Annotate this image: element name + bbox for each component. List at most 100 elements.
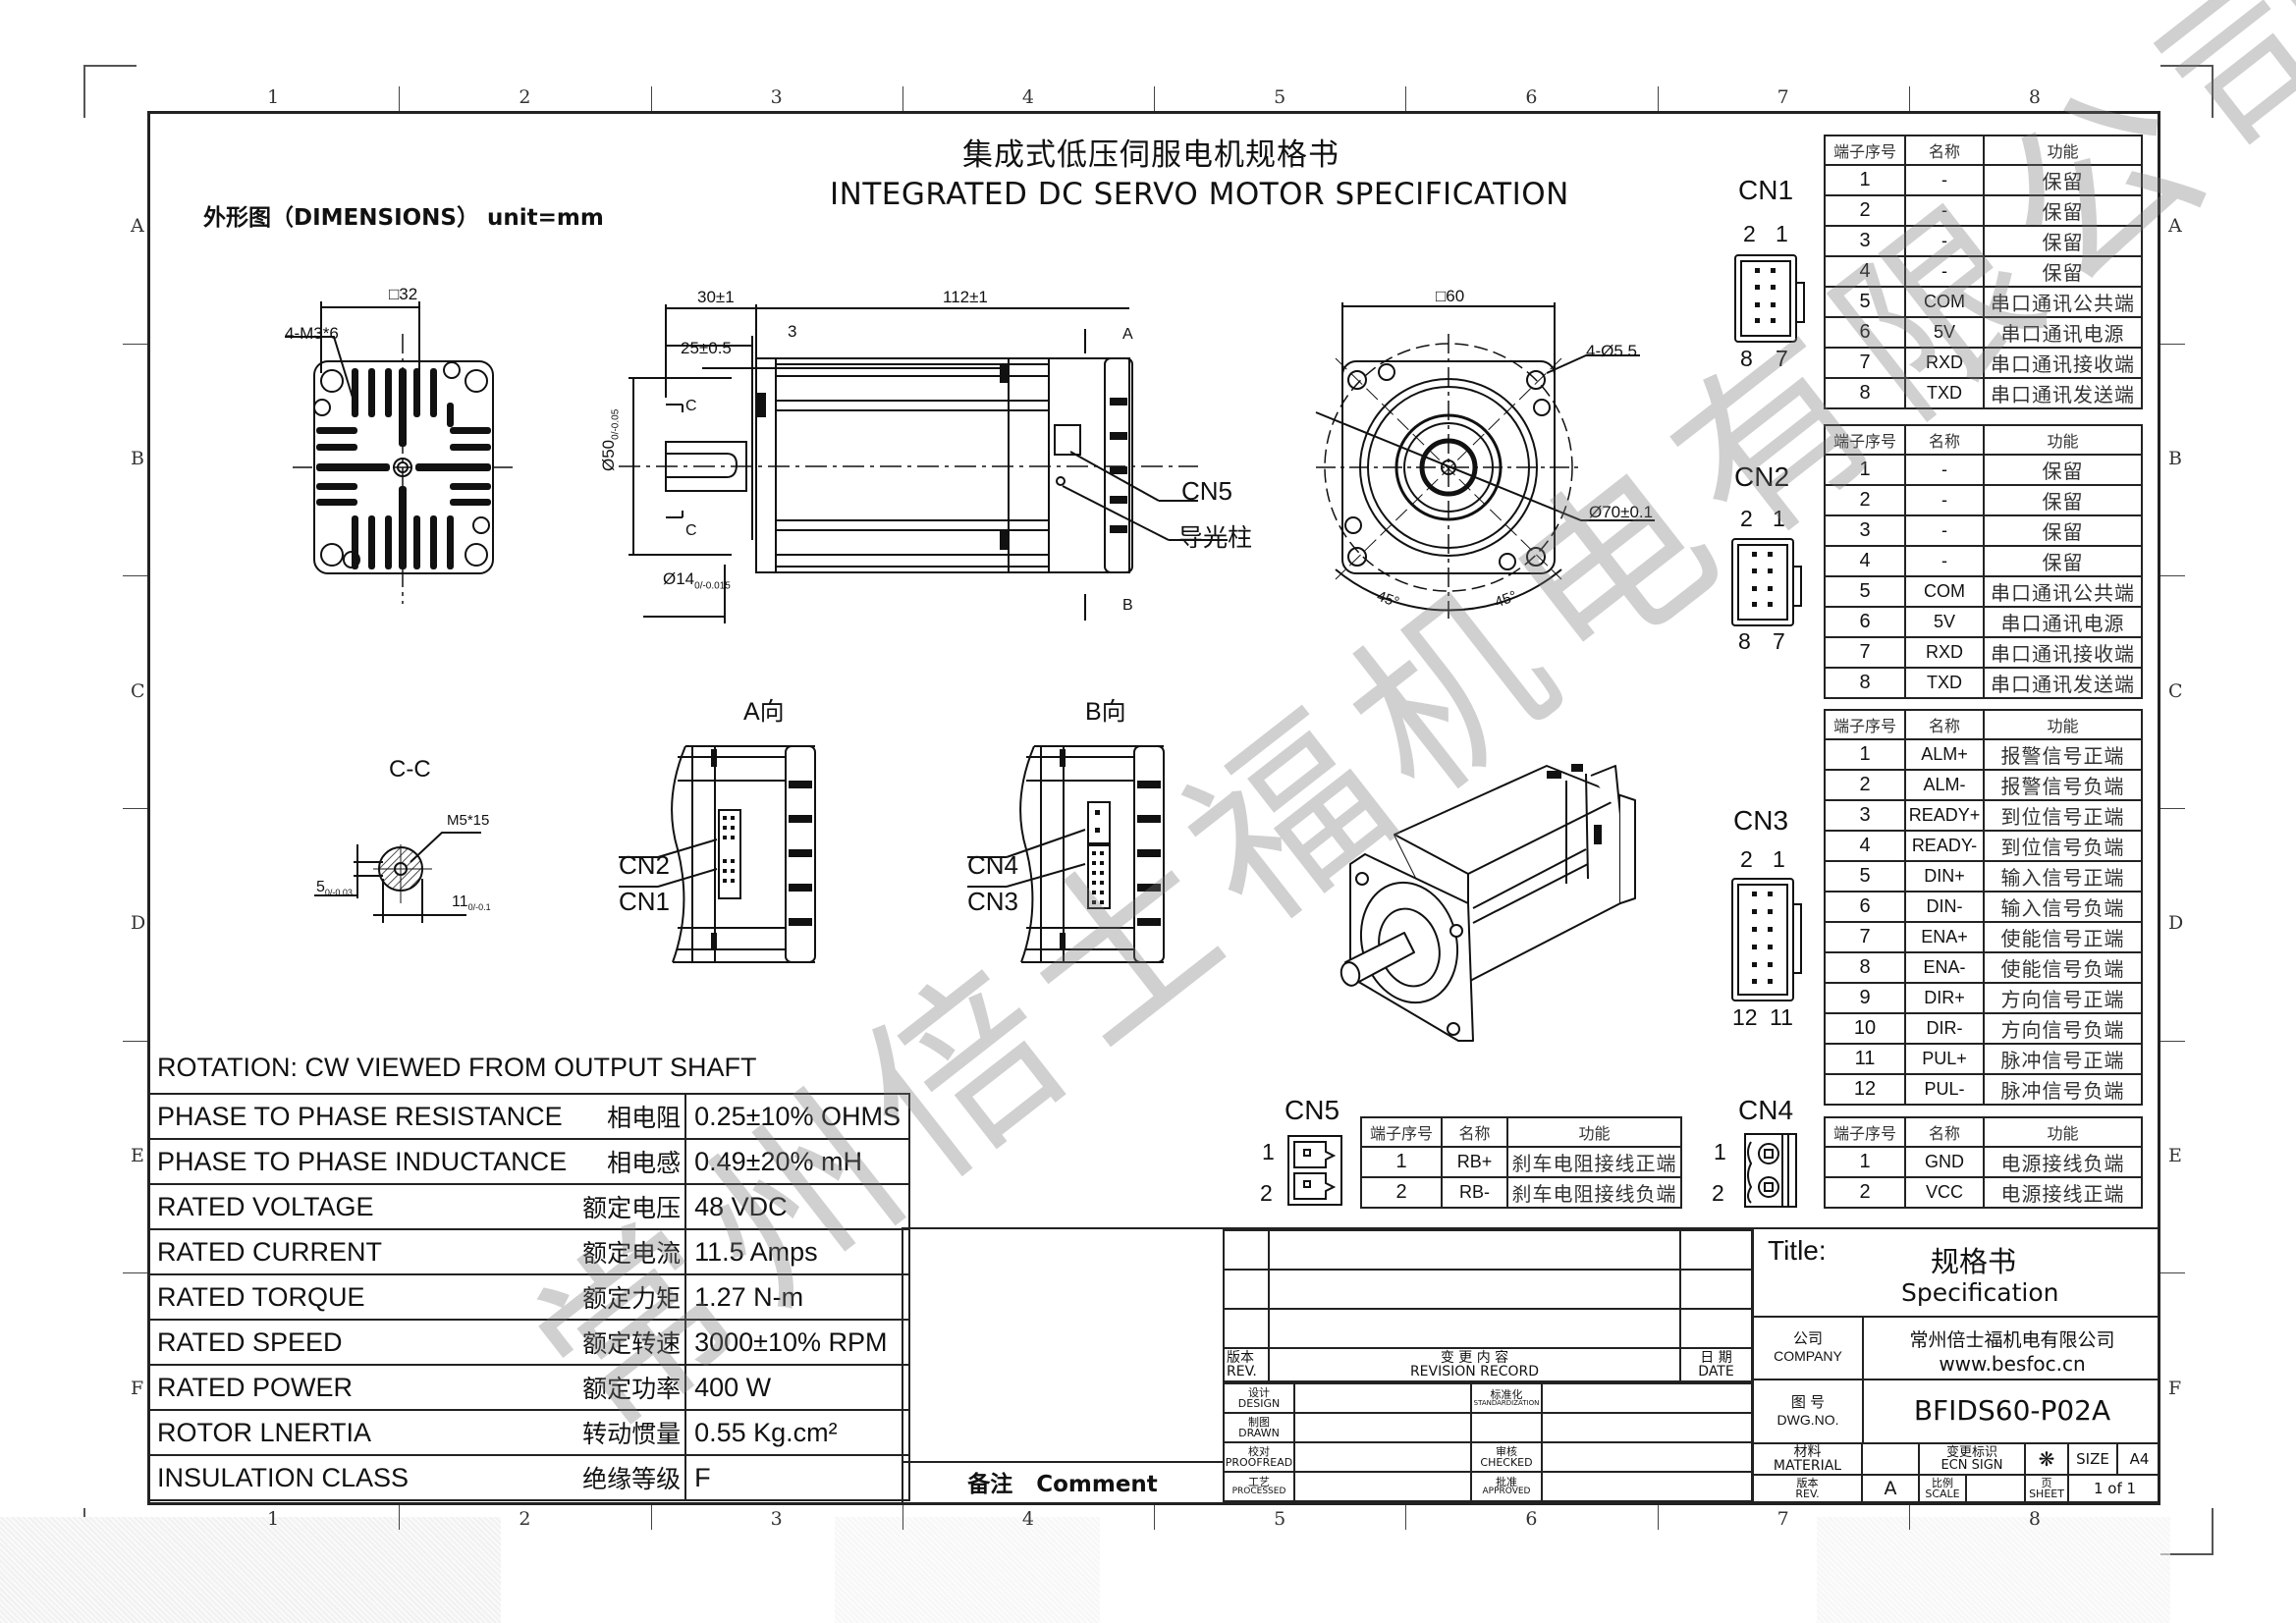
pin-number: 9 <box>1824 982 1906 1014</box>
grid-tick <box>2160 808 2185 809</box>
cn2-label: CN2 <box>1734 461 1790 492</box>
grid-column-label: 1 <box>267 86 280 108</box>
grid-tick <box>1405 1505 1407 1530</box>
spec-name-en: PHASE TO PHASE RESISTANCE <box>146 1093 575 1140</box>
pin-number: 5 <box>1824 575 1906 608</box>
approved-cn: 批准 <box>1496 1476 1517 1488</box>
cn3-pin-bottom-left: 12 <box>1732 1004 1758 1030</box>
title-row: Title: 规格书 Specification <box>1754 1229 2160 1318</box>
cn2-connector-icon <box>1731 538 1802 626</box>
corner-mark-tl <box>83 65 137 118</box>
grid-tick <box>123 575 147 577</box>
spec-name-en: RATED POWER <box>146 1364 575 1411</box>
view-a-drawing <box>619 745 816 963</box>
cn3-pin-top-left: 2 <box>1740 846 1753 872</box>
rev-en: REV. <box>1227 1364 1257 1380</box>
grid-tick <box>2160 1272 2185 1274</box>
pin-number: 2 <box>1824 769 1906 801</box>
grid-column-label: 7 <box>1777 1508 1789 1530</box>
col-name: 名称 <box>1904 135 1985 166</box>
cn5-connector-icon <box>1287 1135 1342 1206</box>
pin-number: 6 <box>1824 606 1906 638</box>
design-en: DESIGN <box>1237 1397 1281 1410</box>
grid-row-label: F <box>131 1377 144 1399</box>
signal-function: 保留 <box>1983 454 2143 486</box>
signal-name: READY- <box>1904 830 1985 862</box>
arrow-b-label: B <box>1122 597 1133 614</box>
pin-number: 3 <box>1824 799 1906 832</box>
front-square-dim: □60 <box>1436 287 1465 305</box>
comment-box <box>902 1227 1224 1504</box>
record-cn: 变 更 内 容 <box>1440 1350 1509 1366</box>
blank-cell <box>1470 1412 1543 1443</box>
grid-tick <box>650 1505 652 1530</box>
company-name: 常州倍士福机电有限公司 <box>1909 1329 2115 1351</box>
spec-name-cn: 转动惯量 <box>574 1409 687 1456</box>
grid-column-label: 4 <box>1021 86 1034 108</box>
title-en: Specification <box>1901 1278 2059 1307</box>
grid-column-label: 1 <box>267 1508 280 1530</box>
std-en: STANDARDIZATION <box>1473 1399 1540 1407</box>
signal-function: 串口通讯接收端 <box>1983 636 2143 669</box>
checked-value <box>1541 1441 1753 1473</box>
key-height: 11 <box>452 893 468 910</box>
blank-cell <box>1541 1412 1753 1443</box>
view-a-cn2-label: CN2 <box>619 850 671 880</box>
spec-name-cn: 额定力矩 <box>574 1273 687 1321</box>
approved-en: APPROVED <box>1482 1487 1531 1496</box>
side-view-drawing <box>619 304 1228 623</box>
signal-function: 到位信号正端 <box>1983 799 2143 832</box>
ecn-symbol-icon: ❋ <box>2024 1442 2069 1476</box>
grid-column-label: 5 <box>1274 86 1286 108</box>
pin-number: 12 <box>1824 1073 1906 1106</box>
signal-function: 串口通讯电源 <box>1983 606 2143 638</box>
cn2-pin-bottom-right: 7 <box>1773 628 1785 654</box>
signal-name: - <box>1904 255 1985 288</box>
col-name: 名称 <box>1904 1116 1985 1148</box>
signal-name: RB- <box>1441 1176 1508 1209</box>
arrow-a-label: A <box>1122 326 1133 343</box>
body-length-dim: 112±1 <box>943 288 988 306</box>
table-row: 4-保留 <box>1824 255 2143 288</box>
signal-name: - <box>1904 514 1985 547</box>
signal-name: TXD <box>1904 667 1985 699</box>
scan-noise <box>835 1517 1100 1623</box>
material-value <box>1861 1442 1919 1476</box>
grid-row-label: D <box>2168 912 2184 935</box>
col-name: 名称 <box>1904 424 1985 456</box>
pcd-dim: Ø70±0.1 <box>1589 503 1654 521</box>
spec-name-cn: 额定电压 <box>574 1183 687 1230</box>
rev-cn: 版本 <box>1227 1350 1254 1366</box>
rotation-note: ROTATION: CW VIEWED FROM OUTPUT SHAFT <box>157 1053 757 1082</box>
scan-noise <box>0 1517 501 1623</box>
col-name: 名称 <box>1441 1116 1508 1148</box>
pin-number: 7 <box>1824 636 1906 669</box>
rev-cell <box>1223 1269 1270 1310</box>
grid-row-label: E <box>131 1145 144 1166</box>
company-en: COMPANY <box>1774 1348 1842 1364</box>
pin-number: 2 <box>1824 194 1906 227</box>
grid-tick <box>2160 343 2185 345</box>
company-url: www.besfoc.cn <box>1939 1352 2086 1376</box>
grid-tick <box>1657 86 1659 111</box>
shaft-tol: 0/-0.015 <box>694 580 731 592</box>
corner-mark-tr <box>2160 65 2214 118</box>
rear-square-dim: □32 <box>389 285 418 303</box>
table-header-row: 端子序号名称功能 <box>1824 1116 2143 1148</box>
dwg-label-cell: 图 号 DWG.NO. <box>1754 1380 1864 1444</box>
